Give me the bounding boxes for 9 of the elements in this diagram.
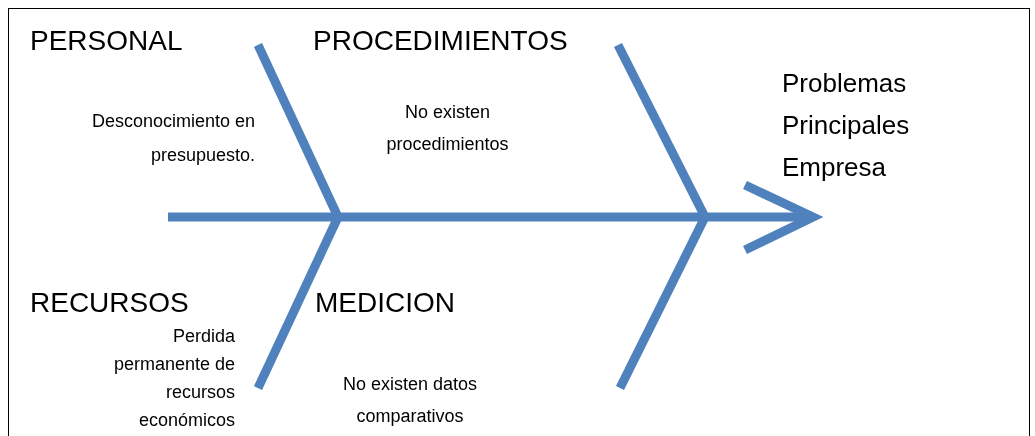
cause-label: Desconocimiento en presupuesto. bbox=[90, 110, 255, 167]
category-label: RECURSOS bbox=[30, 286, 189, 320]
cause-label: No existen datos comparativos bbox=[341, 373, 479, 428]
category-label: PROCEDIMIENTOS bbox=[313, 24, 568, 58]
category-label: MEDICION bbox=[315, 286, 455, 320]
problem-head-label: Problemas Principales Empresa bbox=[782, 67, 911, 184]
cause-label: No existen procedimientos bbox=[385, 101, 510, 156]
cause-label: Perdida permanente de recursos económicos bbox=[112, 325, 235, 432]
category-label: PERSONAL bbox=[30, 24, 183, 58]
